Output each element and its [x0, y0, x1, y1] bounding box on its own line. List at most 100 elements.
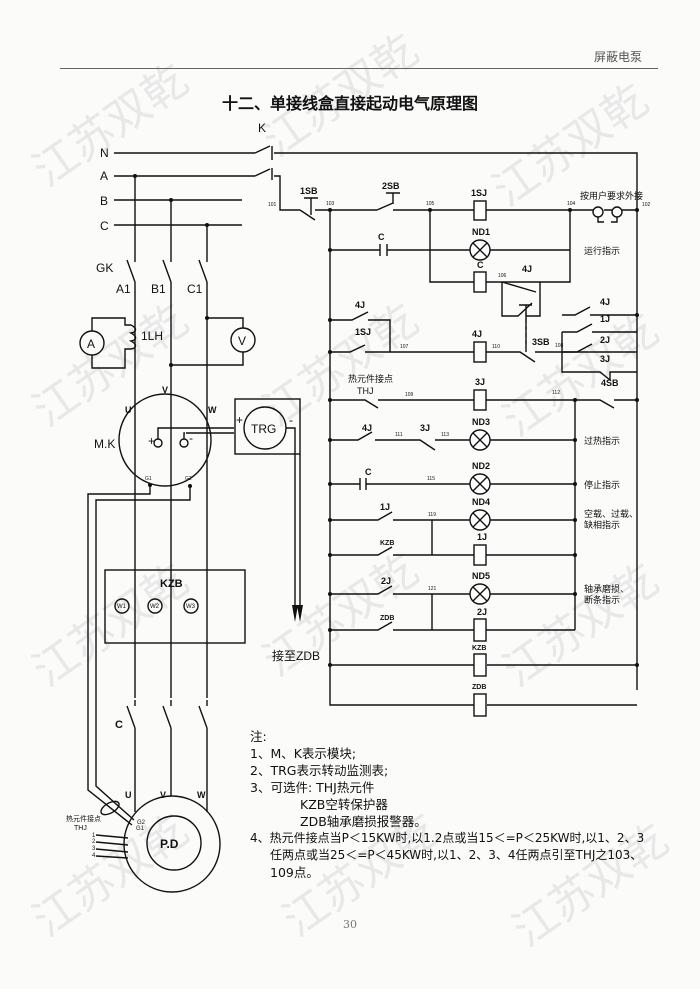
control-circuit: 101 1SB 103 2SB 105 1SJ 104 按用户要求外接 102 …: [268, 181, 651, 717]
contact-zdb: ZDB: [380, 615, 394, 622]
indicator-noload: 空载、过载、: [584, 508, 638, 519]
line-label-a: A: [100, 169, 108, 183]
node-119: 119: [428, 512, 436, 518]
indicator-running: 运行指示: [584, 245, 620, 256]
line-label-n: N: [100, 146, 109, 160]
lamp-icon: [469, 239, 491, 261]
button-2sb[interactable]: 2SB: [382, 181, 400, 191]
motor-label: P.D: [160, 837, 179, 851]
note-item: 3、可选件: THJ热元件: [250, 780, 375, 795]
contact-4j-b: 4J: [600, 297, 610, 307]
contact-3j: 3J: [600, 354, 610, 364]
node-105: 105: [426, 201, 435, 207]
indicator-bearing: 轴承磨损、: [584, 583, 629, 594]
button-4sb[interactable]: 4SB: [601, 378, 619, 388]
coil-kzb: KZB: [472, 645, 486, 652]
module-g2: G2: [185, 476, 192, 482]
note-item: ZDB轴承磨损报警器。: [300, 814, 427, 829]
lamp-nd1: ND1: [472, 227, 490, 237]
indicator-stop: 停止指示: [584, 479, 620, 490]
kzb-label: KZB: [160, 578, 183, 590]
coil-1sj: 1SJ: [471, 188, 487, 198]
voltmeter-icon: [230, 327, 256, 353]
note-item: 2、TRG表示转动监测表;: [250, 763, 389, 778]
module-v: V: [162, 385, 168, 395]
node-121: 121: [428, 586, 437, 592]
thermal-point-3: 3: [92, 846, 96, 852]
node-106: 106: [498, 273, 507, 279]
contact-1j-b: 1J: [380, 502, 390, 512]
motor-g1: G1: [136, 826, 145, 832]
contact-4j: 4J: [522, 264, 532, 274]
contact-4j-c: 4J: [362, 423, 372, 433]
coil-3j: 3J: [475, 377, 485, 387]
node-104: 104: [567, 201, 576, 207]
page-title: 十二、单接线盒直接起动电气原理图: [221, 94, 478, 113]
contact-c: C: [378, 232, 385, 242]
module-label: M.K: [94, 437, 115, 451]
thj-label: 热元件接点: [348, 373, 393, 384]
contact-2j-b: 2J: [381, 576, 391, 586]
node-113: 113: [441, 432, 449, 438]
contact-2j: 2J: [600, 335, 610, 345]
phase-b1: B1: [151, 282, 166, 296]
button-1sb[interactable]: 1SB: [300, 186, 318, 196]
contact-c-nc: C: [365, 467, 372, 477]
motor-u: U: [125, 790, 132, 800]
coil-4j: 4J: [472, 329, 482, 339]
line-label-c: C: [100, 219, 109, 233]
coil-2j: 2J: [477, 607, 487, 617]
note-item: 4、热元件接点当P＜15KW时,以1.2点或当15＜=P＜25KW时,以1、2、…: [250, 831, 645, 845]
module-w: W: [208, 405, 217, 415]
lamp-icon: [469, 509, 491, 531]
phase-c1: C1: [187, 282, 203, 296]
module-mk: [118, 393, 212, 487]
section-header: 屏蔽电泵: [593, 50, 642, 64]
phase-a1: A1: [116, 282, 131, 296]
indicator-overheat: 过热指示: [584, 435, 620, 446]
contact-3j-b: 3J: [420, 423, 430, 433]
thermal-code: THJ: [74, 825, 87, 832]
node-107: 107: [400, 344, 409, 350]
motor-w: W: [197, 790, 206, 800]
module-u: U: [125, 405, 132, 415]
contact-kzb: KZB: [380, 540, 394, 547]
notes-title: 注:: [250, 729, 267, 744]
lamp-nd3: ND3: [472, 417, 490, 427]
power-lines: N A B C K GK A1 B1 C1 A 1LH V M.K U V W …: [66, 121, 638, 893]
indicator-broken: 断条指示: [584, 594, 620, 605]
motor-g2: G2: [137, 820, 146, 826]
header-rule: [60, 68, 658, 69]
thermal-point-4: 4: [92, 853, 96, 859]
note-item: 任两点或当25＜=P＜45KW时,以1、2、3、4任两点引至THJ之103、: [270, 848, 643, 862]
ammeter-label: A: [87, 337, 95, 351]
node-103: 103: [326, 201, 335, 207]
gk-label: GK: [96, 261, 113, 275]
module-minus: -: [189, 431, 193, 445]
node-109: 109: [405, 392, 414, 398]
thermal-label: 热元件接点: [66, 814, 101, 823]
note-item: 109点。: [270, 865, 319, 880]
node-108: 108: [555, 343, 564, 349]
k-switch-label: K: [258, 121, 266, 135]
notes: 注: 1、M、K表示模块; 2、TRG表示转动监测表; 3、可选件: THJ热元…: [250, 728, 644, 881]
trg-plus: +: [236, 413, 243, 427]
lamp-nd4: ND4: [472, 497, 490, 507]
contact-1j: 1J: [600, 314, 610, 324]
node-111: 111: [395, 432, 403, 438]
lamp-icon: [469, 473, 491, 495]
button-3sb[interactable]: 3SB: [532, 337, 550, 347]
lamp-icon: [469, 583, 491, 605]
thj-code: THJ: [357, 386, 374, 396]
contact-1sj: 1SJ: [355, 327, 371, 337]
page-number: 30: [343, 918, 357, 931]
node-110: 110: [492, 344, 500, 350]
module-plus: +: [148, 434, 155, 448]
contact-4j-hold: 4J: [355, 300, 365, 310]
thermal-point-2: 2: [92, 839, 96, 845]
node-115: 115: [427, 476, 435, 482]
note-item: 1、M、K表示模块;: [250, 746, 357, 761]
motor-v: V: [160, 790, 166, 800]
ct-label: 1LH: [141, 329, 163, 343]
